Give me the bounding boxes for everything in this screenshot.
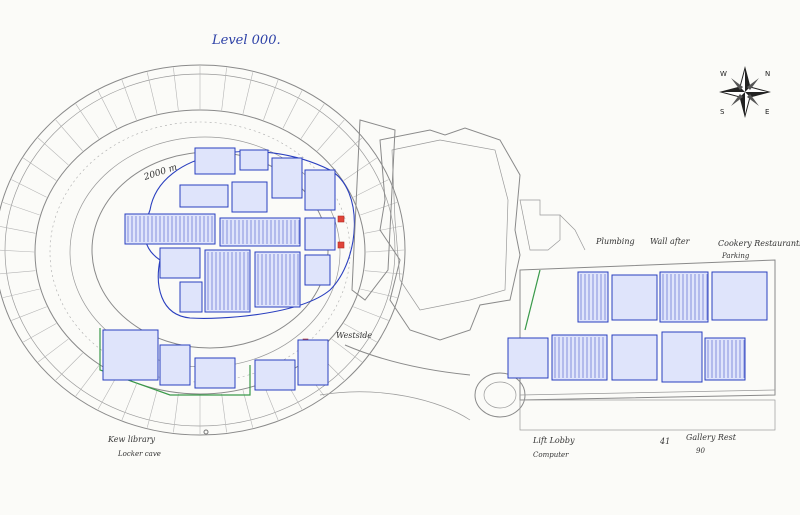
radial-wall <box>331 137 363 166</box>
radial-wall <box>364 225 403 234</box>
radial-wall <box>0 270 36 275</box>
radial-wall <box>11 306 47 321</box>
radial-wall <box>11 179 47 198</box>
radial-wall <box>343 157 377 181</box>
label-gallery-rest: Gallery Rest <box>686 433 737 442</box>
compass-west-label: W <box>720 70 727 78</box>
label-lift-lobby: Lift Lobby <box>532 436 575 445</box>
radial-wall <box>97 375 118 410</box>
east-wing <box>507 259 776 431</box>
radial-wall <box>121 79 137 120</box>
radial-wall <box>37 137 69 166</box>
inner-zone-stalls <box>127 216 300 310</box>
radial-wall <box>300 103 325 139</box>
label-lower-dome: 2000 m <box>142 163 179 183</box>
radial-wall <box>0 249 35 253</box>
compass-east-label: E <box>765 108 769 116</box>
label-number-41: 41 <box>659 437 670 446</box>
south-ring-blocks <box>99 328 329 396</box>
radial-wall <box>0 226 36 234</box>
label-kew-library: Kew library <box>107 435 156 444</box>
radial-wall <box>2 288 40 298</box>
radial-wall <box>75 103 100 139</box>
compass-north-label: N <box>765 70 770 78</box>
radial-wall <box>221 393 227 433</box>
radial-wall <box>242 72 254 114</box>
radial-wall <box>365 249 405 253</box>
label-parking: Parking <box>721 252 750 260</box>
label-computer: Computer <box>533 451 569 459</box>
radial-wall <box>173 67 179 111</box>
label-locker-cave: Locker cave <box>117 450 161 458</box>
plan-title: Level 000. <box>211 33 281 48</box>
label-wall-after: Wall after <box>650 237 691 246</box>
radial-wall <box>37 338 69 363</box>
radial-wall <box>23 157 57 181</box>
radial-wall <box>2 202 40 216</box>
radial-wall <box>343 323 377 343</box>
radial-wall <box>23 323 57 343</box>
radial-wall <box>242 390 254 428</box>
radial-wall <box>331 338 363 363</box>
radial-wall <box>97 90 118 129</box>
inner-zone-blocks <box>124 147 336 313</box>
label-westside: Westside <box>336 331 372 340</box>
radial-wall <box>173 393 179 433</box>
label-cookery-restaurants: Cookery Restaurants <box>718 239 800 248</box>
radial-wall <box>282 90 303 129</box>
radial-wall <box>353 179 389 198</box>
radial-wall <box>221 67 227 111</box>
radial-wall <box>353 306 389 321</box>
compass-icon: W N S E <box>719 66 771 118</box>
central-building <box>319 119 586 421</box>
label-gallery-number: 90 <box>696 447 705 455</box>
compass-south-label: S <box>720 108 725 116</box>
survey-point-icon <box>203 429 209 435</box>
radial-wall <box>75 365 100 397</box>
radial-wall <box>55 119 83 152</box>
radial-wall <box>263 79 279 120</box>
radial-wall <box>364 270 403 275</box>
radial-wall <box>146 390 158 428</box>
radial-wall <box>55 352 83 381</box>
east-wing-stalls <box>554 274 745 378</box>
label-plumbing: Plumbing <box>595 237 635 246</box>
radial-wall <box>146 72 158 114</box>
radial-wall <box>121 384 137 421</box>
radial-wall <box>317 119 345 152</box>
